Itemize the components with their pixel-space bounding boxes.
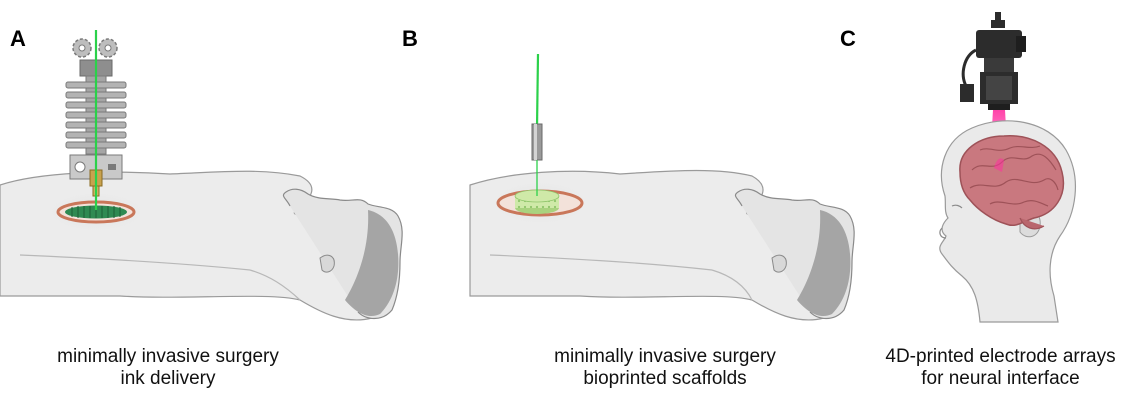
caption-a-line1: minimally invasive surgery — [38, 346, 298, 368]
panel-a-patient — [0, 171, 402, 320]
caption-b-line1: minimally invasive surgery — [530, 346, 800, 368]
panel-b-patient — [470, 171, 854, 320]
caption-c-line2: for neural interface — [858, 368, 1143, 390]
caption-b: minimally invasive surgery bioprinted sc… — [530, 346, 800, 390]
caption-c-line1: 4D-printed electrode arrays — [858, 346, 1143, 368]
caption-a: minimally invasive surgery ink delivery — [38, 346, 298, 390]
panel-c-head — [940, 121, 1076, 322]
caption-b-line2: bioprinted scaffolds — [530, 368, 800, 390]
caption-c: 4D-printed electrode arrays for neural i… — [858, 346, 1143, 390]
camera-body — [976, 30, 1022, 58]
caption-a-line2: ink delivery — [38, 368, 298, 390]
